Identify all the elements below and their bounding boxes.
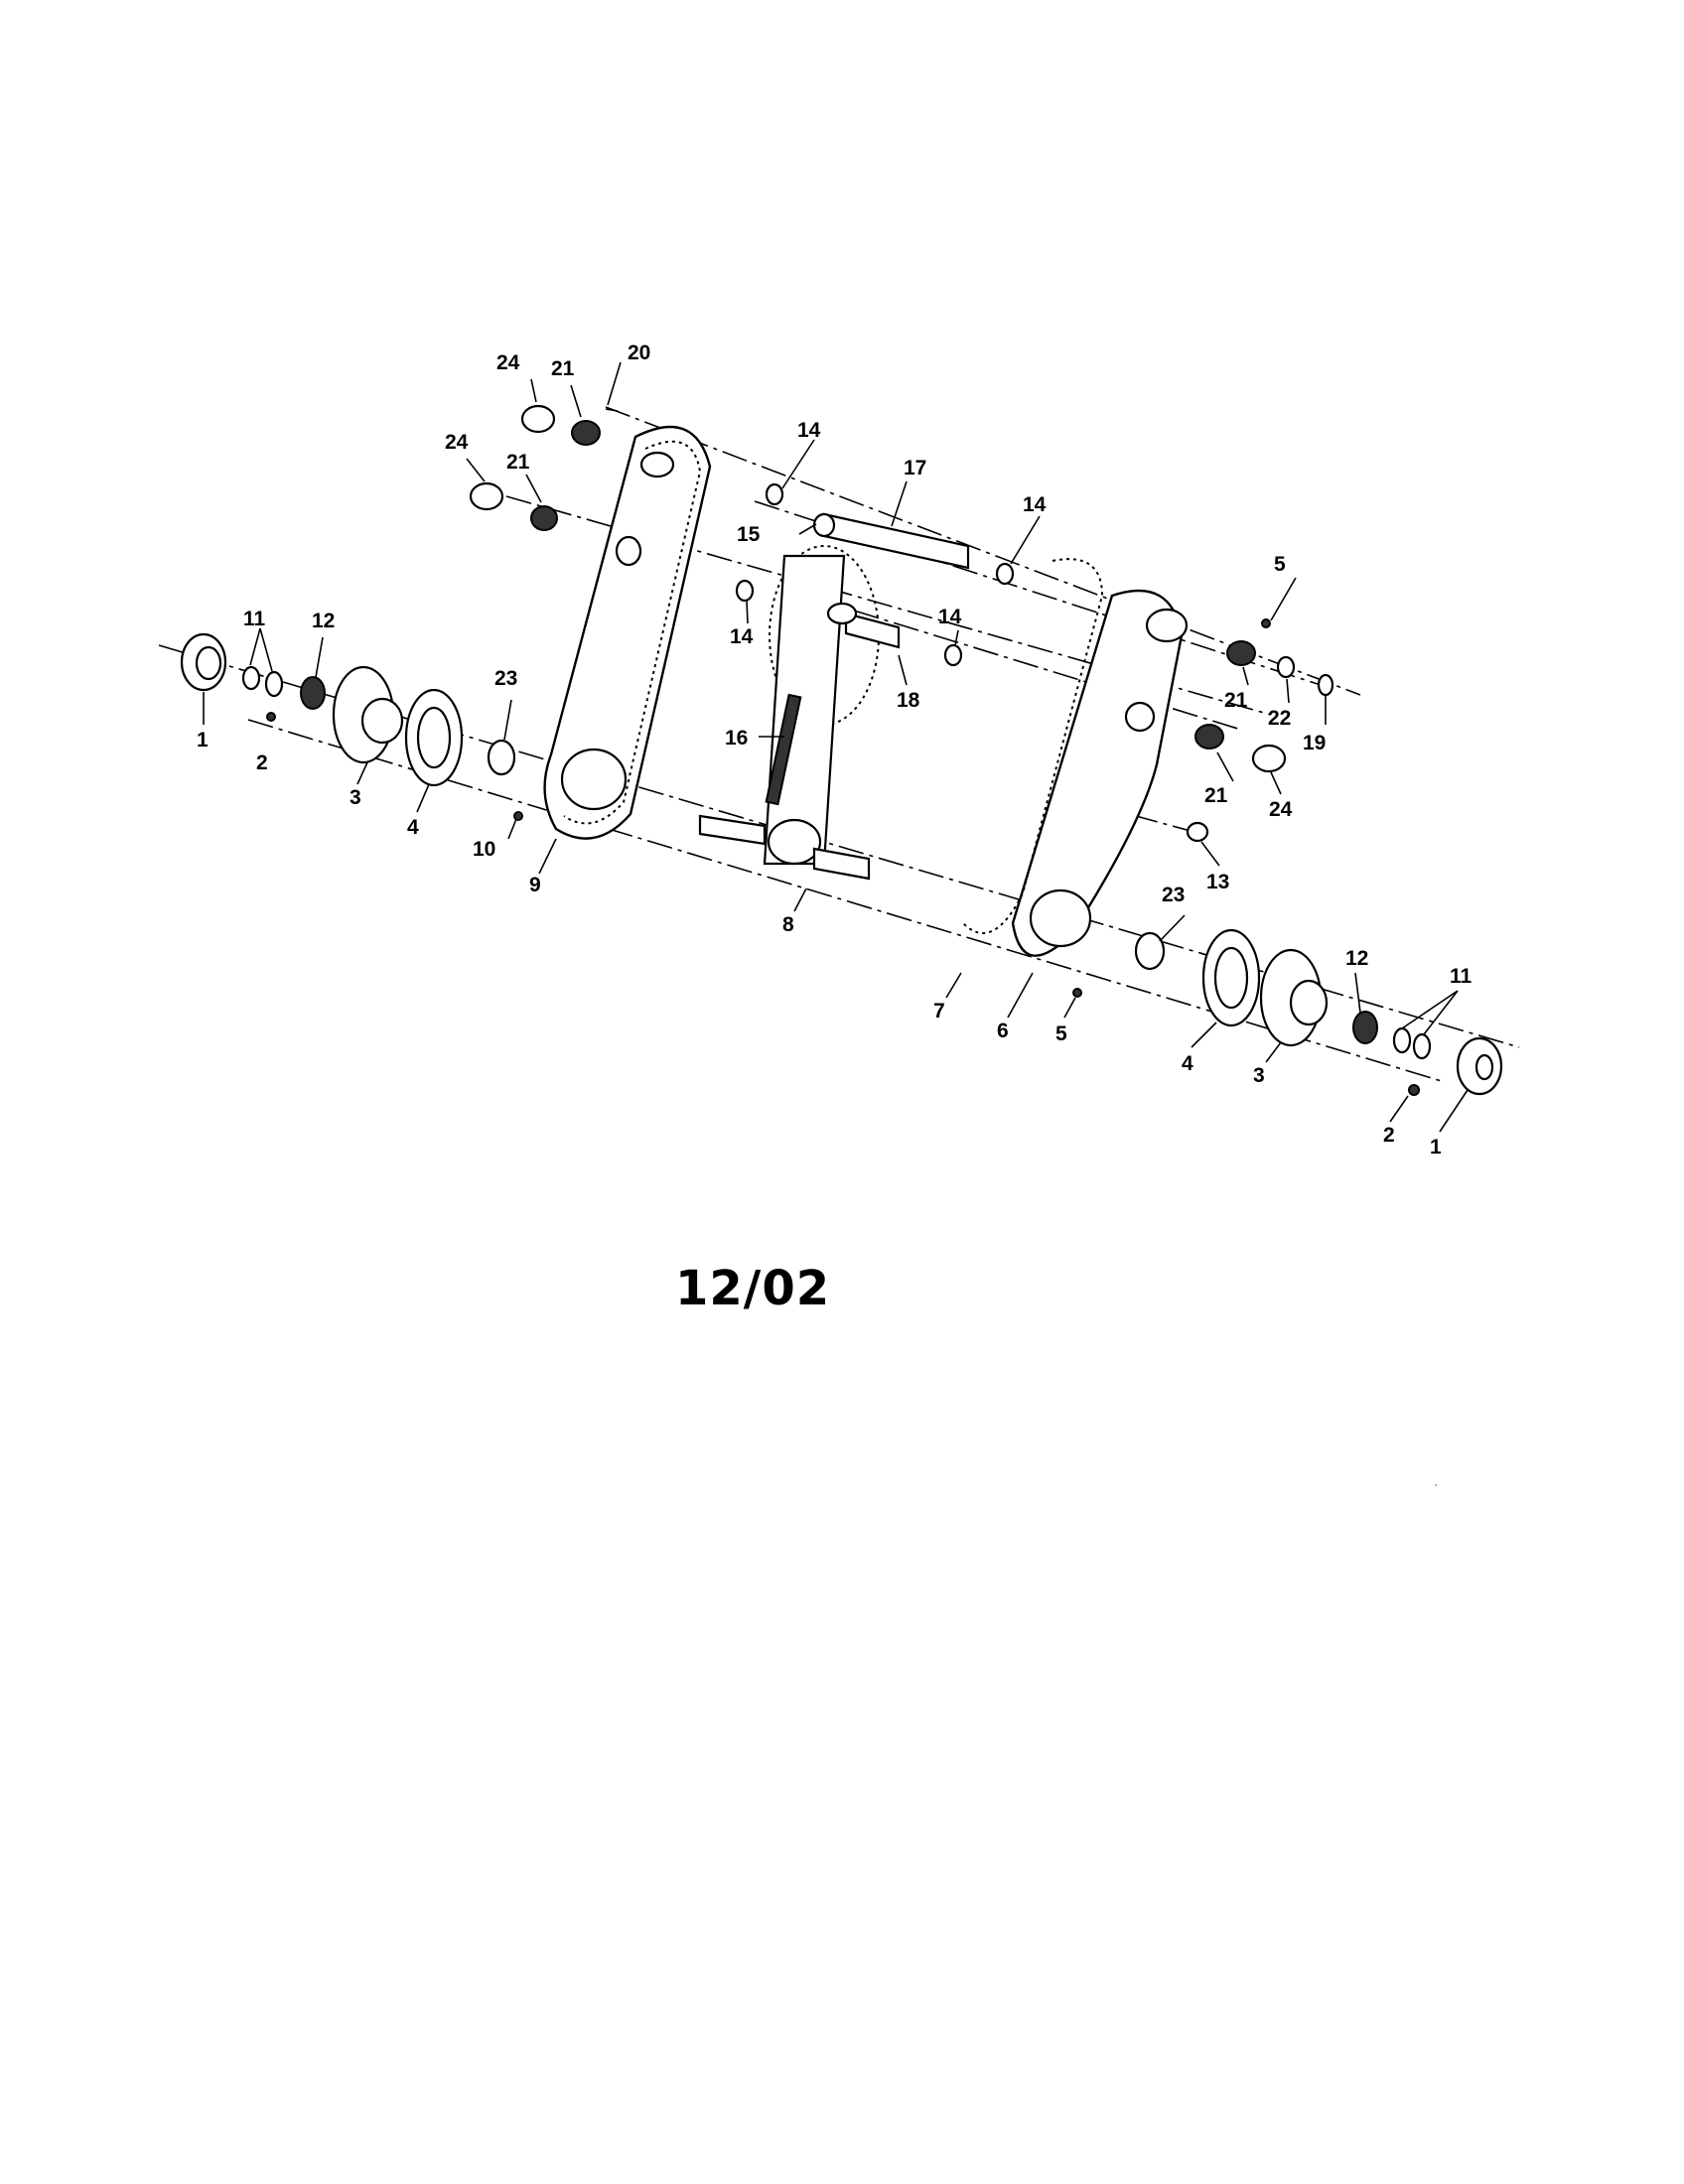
- callout-21-d: 21: [1204, 784, 1228, 807]
- date-code: 12/02: [675, 1261, 831, 1316]
- callout-24-a: 24: [496, 351, 520, 374]
- leader-lines: [203, 361, 1469, 1133]
- callout-5-bottom: 5: [1055, 1023, 1067, 1045]
- callout-14-c: 14: [730, 625, 754, 648]
- callout-labels: 1 1 2 2 3 3 4 4 5 5 6 7 8 9 10 11 11 12 …: [197, 341, 1473, 1159]
- callout-11-right: 11: [1450, 965, 1473, 988]
- callout-12-left: 12: [312, 610, 335, 632]
- callout-24-c: 24: [1269, 798, 1293, 821]
- callout-16: 16: [725, 727, 748, 750]
- callout-2-left: 2: [256, 751, 268, 774]
- callout-6: 6: [997, 1020, 1009, 1042]
- callout-4-left: 4: [407, 816, 419, 839]
- left-parts-stack: [180, 632, 523, 821]
- callout-17: 17: [904, 457, 926, 479]
- callout-7: 7: [933, 1000, 945, 1023]
- callout-5-top: 5: [1274, 553, 1286, 576]
- callout-22: 22: [1268, 707, 1291, 730]
- callout-21-a: 21: [551, 357, 575, 380]
- upper-shaft: [812, 512, 970, 570]
- callout-18: 18: [897, 689, 920, 712]
- callout-12-right: 12: [1345, 947, 1368, 970]
- callout-3-right: 3: [1253, 1064, 1265, 1087]
- right-chain-case: [962, 558, 1189, 957]
- left-chain-case: [543, 425, 712, 840]
- callout-19: 19: [1303, 732, 1326, 754]
- callout-14-a: 14: [797, 419, 821, 442]
- stray-dot: [1435, 1484, 1437, 1486]
- callout-3-left: 3: [350, 786, 361, 809]
- callout-9: 9: [529, 874, 541, 896]
- callout-23-right: 23: [1162, 884, 1185, 906]
- callout-13: 13: [1206, 871, 1229, 893]
- centre-chain-assembly: [698, 545, 901, 881]
- callout-1-right: 1: [1430, 1136, 1442, 1159]
- callout-21-c: 21: [1224, 689, 1248, 712]
- callout-21-b: 21: [506, 451, 530, 474]
- callout-23-left: 23: [494, 667, 517, 690]
- upper-left-parts: [469, 404, 1015, 667]
- callout-14-b: 14: [1023, 493, 1047, 516]
- callout-15: 15: [737, 523, 761, 546]
- upper-right-parts: [1194, 618, 1334, 773]
- callout-1-left: 1: [197, 729, 209, 751]
- callout-10: 10: [473, 838, 495, 861]
- callout-20: 20: [628, 341, 650, 364]
- callout-2-right: 2: [1383, 1124, 1395, 1147]
- callout-24-b: 24: [445, 431, 469, 454]
- callout-11-left: 11: [243, 608, 266, 630]
- callout-8: 8: [782, 913, 794, 936]
- callout-4-right: 4: [1182, 1052, 1193, 1075]
- callout-14-d: 14: [938, 606, 962, 628]
- right-parts-stack: [1072, 821, 1503, 1096]
